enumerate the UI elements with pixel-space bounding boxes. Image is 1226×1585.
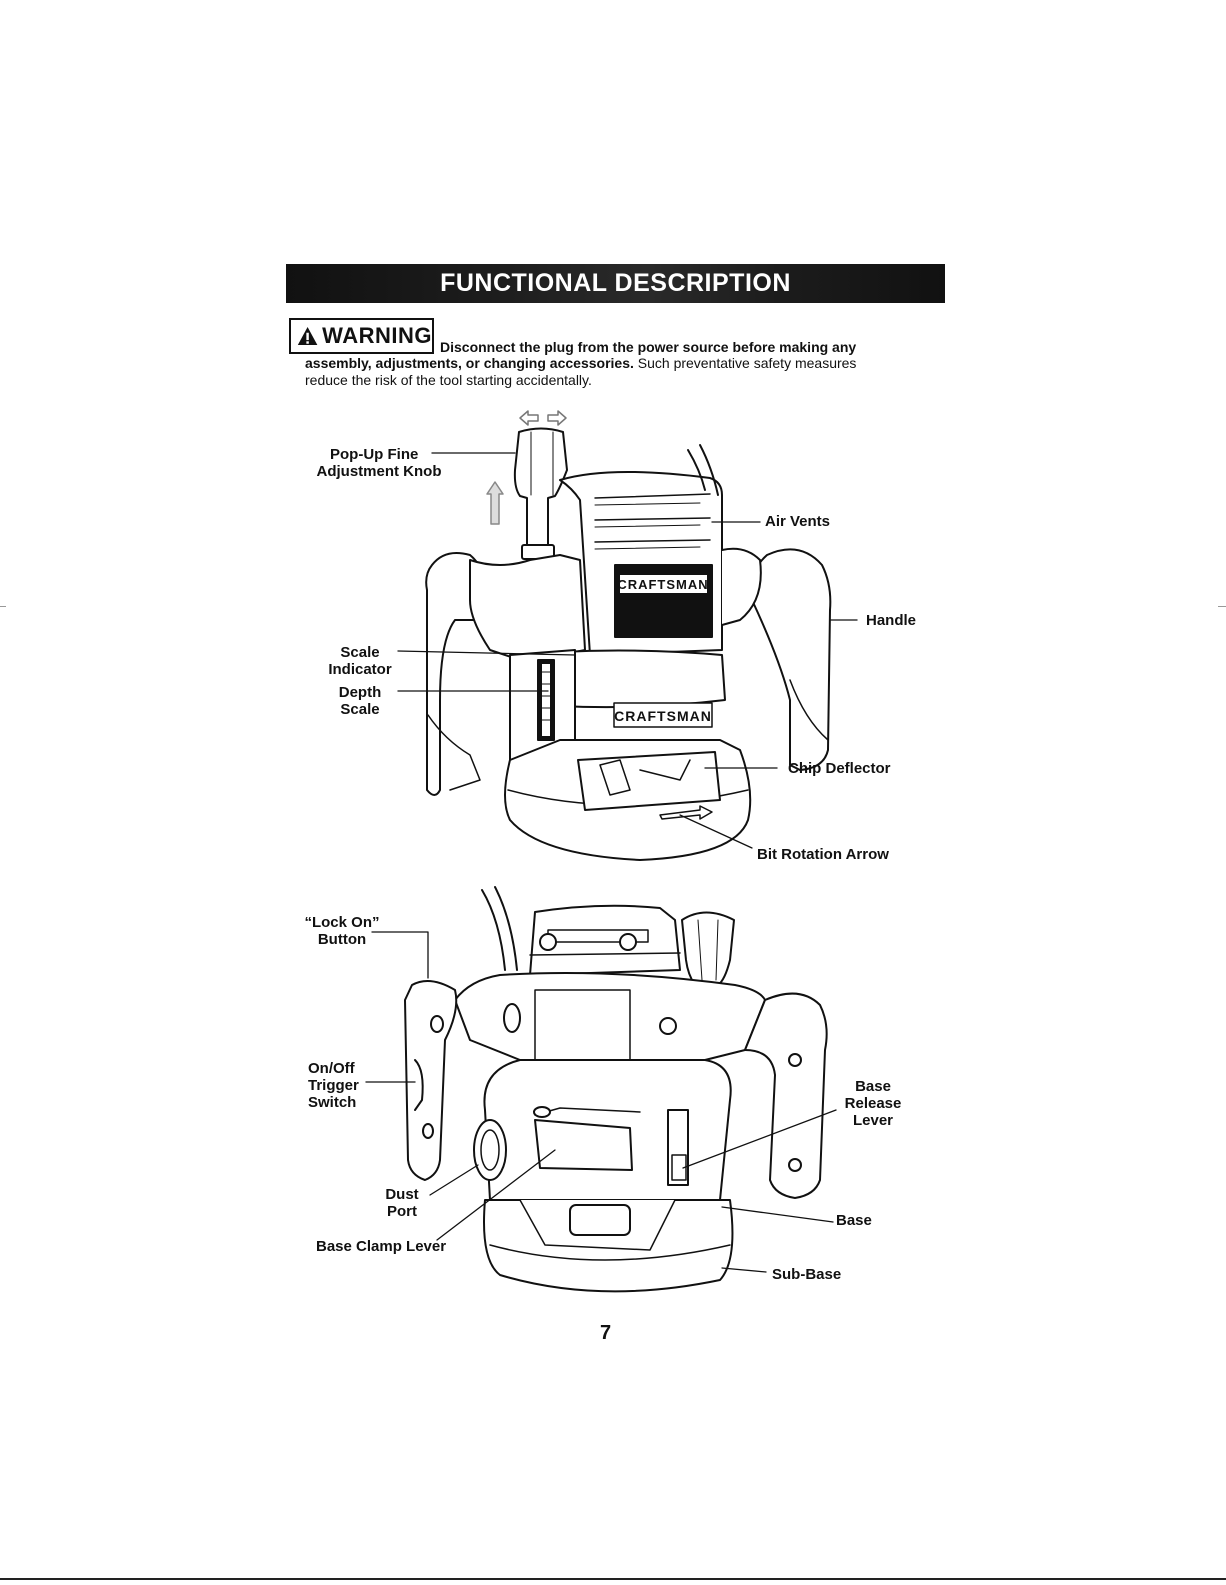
router-back-view [365, 886, 837, 1293]
logo-upper: CRAFTSMAN [617, 577, 708, 592]
label-base-release-line3: Lever [852, 1112, 894, 1129]
bit-rotation-arrow-icon [659, 805, 713, 820]
section-header: FUNCTIONAL DESCRIPTION [286, 264, 945, 303]
label-scale-indicator-line2: Indicator [328, 661, 392, 678]
label-scale-indicator-line1: Scale [340, 644, 380, 661]
scan-edge-mark-left [0, 606, 6, 607]
scan-bottom-edge [0, 1578, 1226, 1580]
label-depth-scale-line2: Scale [340, 701, 380, 718]
router-front-view: CRAFTSMAN CRAFTSMAN [397, 410, 858, 861]
label-base-release-line1: Base [855, 1078, 891, 1095]
label-depth-scale: Depth Scale [325, 684, 395, 718]
page-number: 7 [600, 1322, 612, 1344]
label-base-release-lever: Base Release Lever [838, 1078, 908, 1129]
label-base-clamp-lever: Base Clamp Lever [316, 1238, 447, 1255]
warning-text-line3: reduce the risk of the tool starting acc… [305, 372, 592, 388]
chip-deflector [577, 751, 721, 811]
label-sub-base: Sub-Base [772, 1266, 842, 1283]
label-base: Base [836, 1212, 872, 1229]
warning-text-line1: Disconnect the plug from the power sourc… [440, 339, 857, 355]
label-depth-scale-line1: Depth [338, 684, 382, 701]
logo-lower: CRAFTSMAN [614, 708, 712, 724]
label-trigger-line1: On/Off [308, 1060, 355, 1077]
label-trigger-switch: On/Off Trigger Switch [308, 1060, 359, 1111]
label-dust-port: Dust Port [380, 1186, 424, 1220]
scan-edge-mark-right [1218, 606, 1226, 607]
knob-rotate-arrows-icon [519, 410, 567, 426]
label-lock-on-line2: Button [317, 931, 367, 948]
warning-icon [297, 327, 318, 345]
left-handle-back [404, 980, 458, 1181]
label-popup-knob-line1: Pop-Up Fine [330, 446, 419, 463]
right-handle [749, 548, 832, 771]
label-base-release-line2: Release [844, 1095, 902, 1112]
left-handle [425, 552, 483, 796]
label-trigger-line2: Trigger [308, 1077, 359, 1094]
pop-up-arrow-icon [486, 481, 504, 525]
section-title: FUNCTIONAL DESCRIPTION [440, 269, 791, 297]
warning-regular-text: Such preventative safety measures [633, 355, 857, 371]
right-handle-back [744, 992, 828, 1199]
adjustment-knob [513, 427, 568, 546]
label-popup-knob: Pop-Up Fine Adjustment Knob [316, 446, 442, 480]
label-popup-knob-line2: Adjustment Knob [316, 463, 442, 480]
trigger-switch [414, 1059, 424, 1111]
base-clamp-lever [534, 1119, 633, 1171]
label-scale-indicator: Scale Indicator [325, 644, 395, 678]
warning-label: WARNING [322, 323, 432, 348]
label-chip-deflector: Chip Deflector [788, 760, 891, 777]
label-lock-on-button: “Lock On” Button [303, 914, 381, 948]
label-handle: Handle [866, 612, 917, 629]
label-air-vents: Air Vents [765, 513, 831, 530]
label-trigger-line3: Switch [308, 1094, 357, 1111]
label-dust-port-line1: Dust [385, 1186, 419, 1203]
label-dust-port-line2: Port [387, 1203, 417, 1220]
warning-text-line2: assembly, adjustments, or changing acces… [305, 355, 856, 371]
label-lock-on-line1: “Lock On” [304, 914, 380, 931]
label-bit-rotation-arrow: Bit Rotation Arrow [757, 846, 889, 863]
warning-badge: WARNING [289, 318, 434, 354]
warning-bold-text: assembly, adjustments, or changing acces… [305, 355, 634, 371]
